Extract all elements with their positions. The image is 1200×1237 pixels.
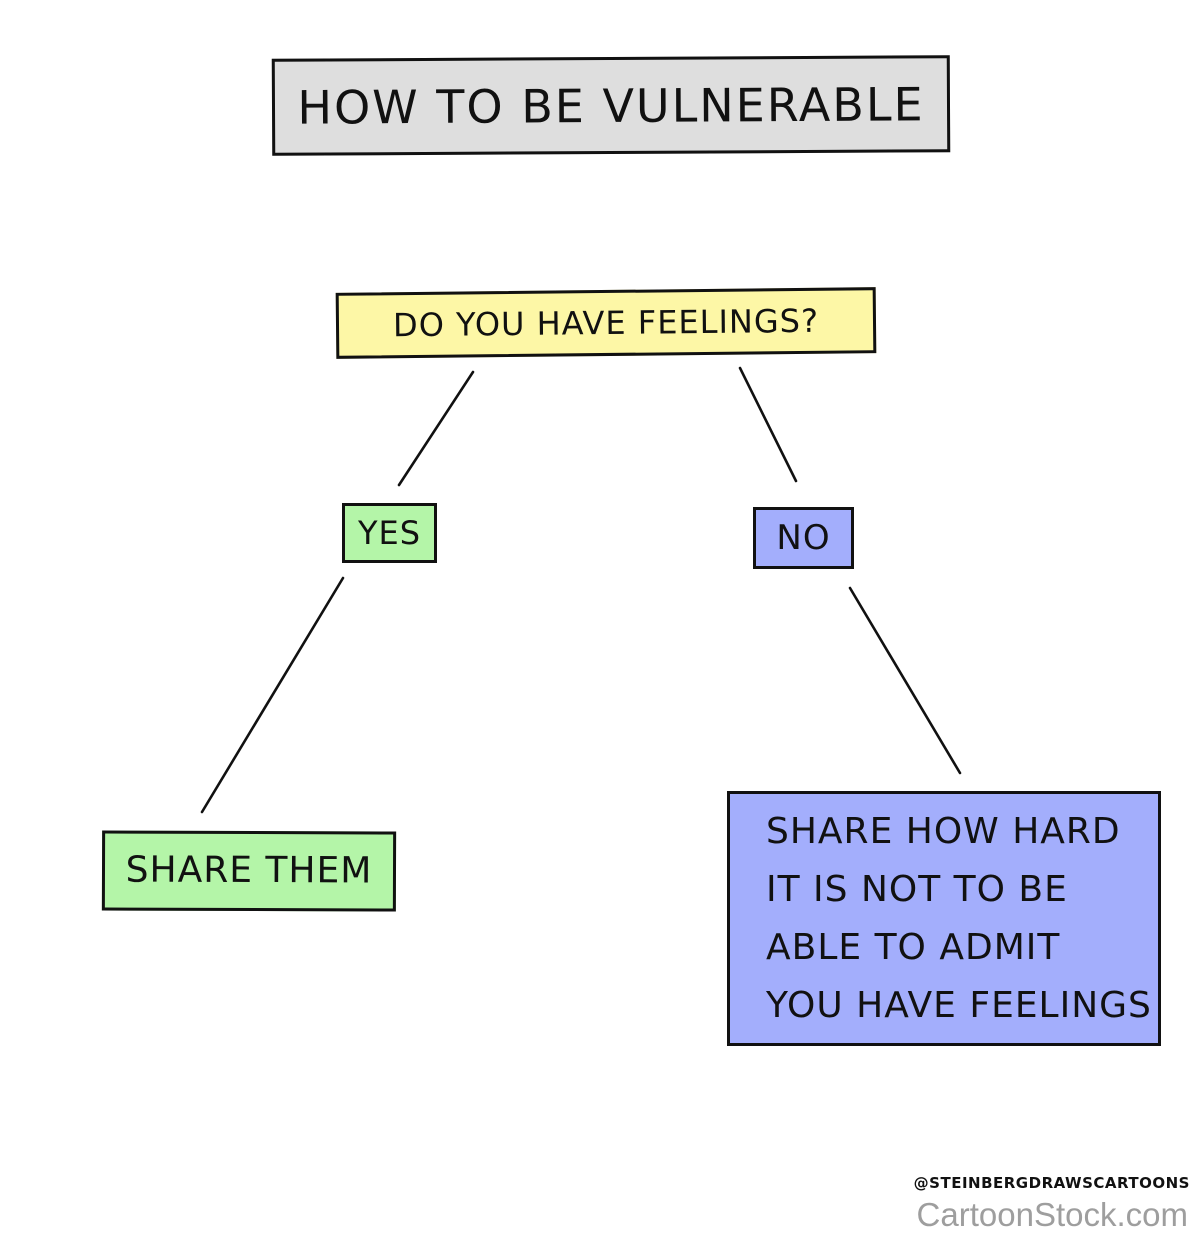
title-box: HOW TO BE VULNERABLE [271, 55, 951, 156]
share-how-hard-box: SHARE HOW HARD IT IS NOT TO BE ABLE TO A… [727, 791, 1161, 1046]
share-them-box: SHARE THEM [101, 830, 397, 912]
connector-no-to-share-hard [848, 586, 962, 775]
question-box: DO YOU HAVE FEELINGS? [335, 287, 877, 359]
connector-question-to-yes [397, 370, 475, 487]
artist-credit: @STEINBERGDRAWSCARTOONS [913, 1174, 1190, 1192]
question-text: DO YOU HAVE FEELINGS? [392, 301, 820, 345]
yes-box: YES [342, 503, 437, 563]
cartoonstock-watermark: CartoonStock.com [916, 1196, 1188, 1233]
connector-yes-to-share-them [200, 576, 345, 814]
share-them-text: SHARE THEM [125, 849, 373, 892]
yes-text: YES [357, 514, 422, 552]
share-how-hard-text: SHARE HOW HARD IT IS NOT TO BE ABLE TO A… [766, 810, 1152, 1026]
title-text: HOW TO BE VULNERABLE [297, 76, 925, 135]
connector-question-to-no [738, 366, 798, 483]
no-box: NO [753, 507, 854, 569]
no-text: NO [776, 518, 831, 558]
